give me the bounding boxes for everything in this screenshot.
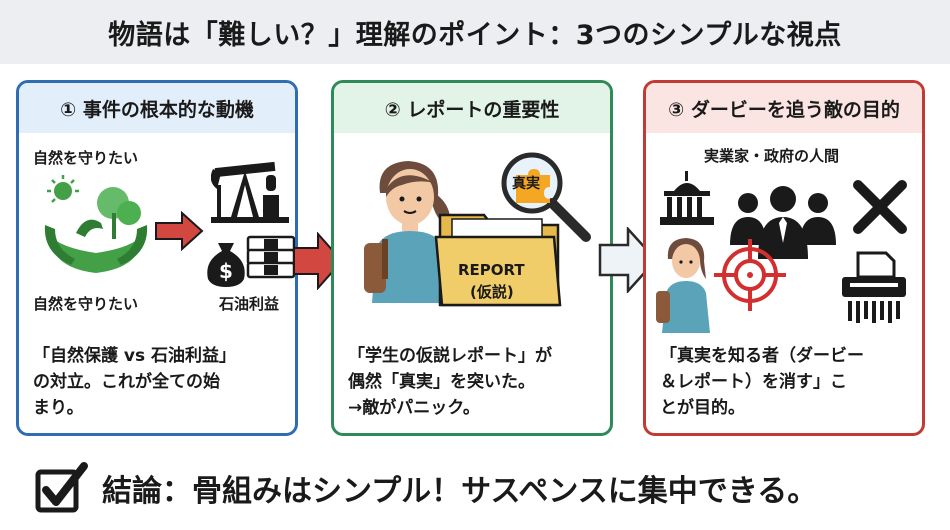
panel-heading: ② レポートの重要性 [334, 83, 610, 133]
government-building-icon [660, 171, 714, 225]
panel-enemy-goal: ③ ダービーを追う敵の目的 実業家・政府の人間 [643, 80, 925, 436]
panel-motive: ① 事件の根本的な動機 自然を守りたい 自然を守りたい [16, 80, 298, 436]
report-folder-sublabel: (仮説) [470, 283, 514, 301]
panel-heading: ① 事件の根本的な動機 [19, 83, 295, 133]
panel-description: 「自然保護 vs 石油利益」 の対立。これが全ての始 まり。 [33, 346, 237, 418]
student-girl-icon [364, 161, 451, 303]
report-folder-label: REPORT [458, 261, 525, 279]
right-arrow-icon [155, 211, 204, 251]
report-folder-icon [434, 213, 562, 307]
student-girl-icon [656, 238, 710, 333]
panel-description: 「学生の仮説レポート」が 偶然「真実」を突いた。 →敵がパニック。 [348, 346, 552, 418]
cross-mark-icon [853, 180, 907, 234]
label-enemies: 実業家・政府の人間 [704, 147, 840, 165]
label-nature-bottom: 自然を守りたい [33, 295, 139, 313]
money-bag-icon: $ [207, 235, 295, 287]
flow-arrow-light-icon [598, 227, 658, 293]
nature-hands-icon [44, 175, 148, 273]
checkbox-checked-icon [35, 462, 88, 513]
target-crosshair-icon [714, 239, 786, 311]
title-bar: 物語は「難しい？」理解のポイント：3つのシンプルな視点 [0, 0, 950, 64]
panel-report: ② レポートの重要性 REPORT (仮説) 真実 [331, 80, 613, 436]
oil-pump-icon [211, 161, 289, 223]
conclusion-text: 結論：骨組みはシンプル！サスペンスに集中できる。 [102, 474, 818, 509]
panel-description: 「真実を知る者（ダービー ＆レポート）を消す」こ とが目的。 [660, 346, 864, 418]
flow-arrow-red-icon [293, 232, 344, 290]
panel-heading: ③ ダービーを追う敵の目的 [646, 83, 922, 133]
svg-text:$: $ [219, 259, 233, 283]
magnifier-icon [501, 152, 591, 242]
paper-shredder-icon [842, 251, 906, 323]
label-nature-top: 自然を守りたい [33, 149, 139, 167]
magnifier-label: 真実 [512, 176, 540, 192]
businessmen-icon [730, 186, 836, 259]
label-oil-profit: 石油利益 [219, 295, 280, 313]
page-title: 物語は「難しい？」理解のポイント：3つのシンプルな視点 [108, 19, 842, 51]
